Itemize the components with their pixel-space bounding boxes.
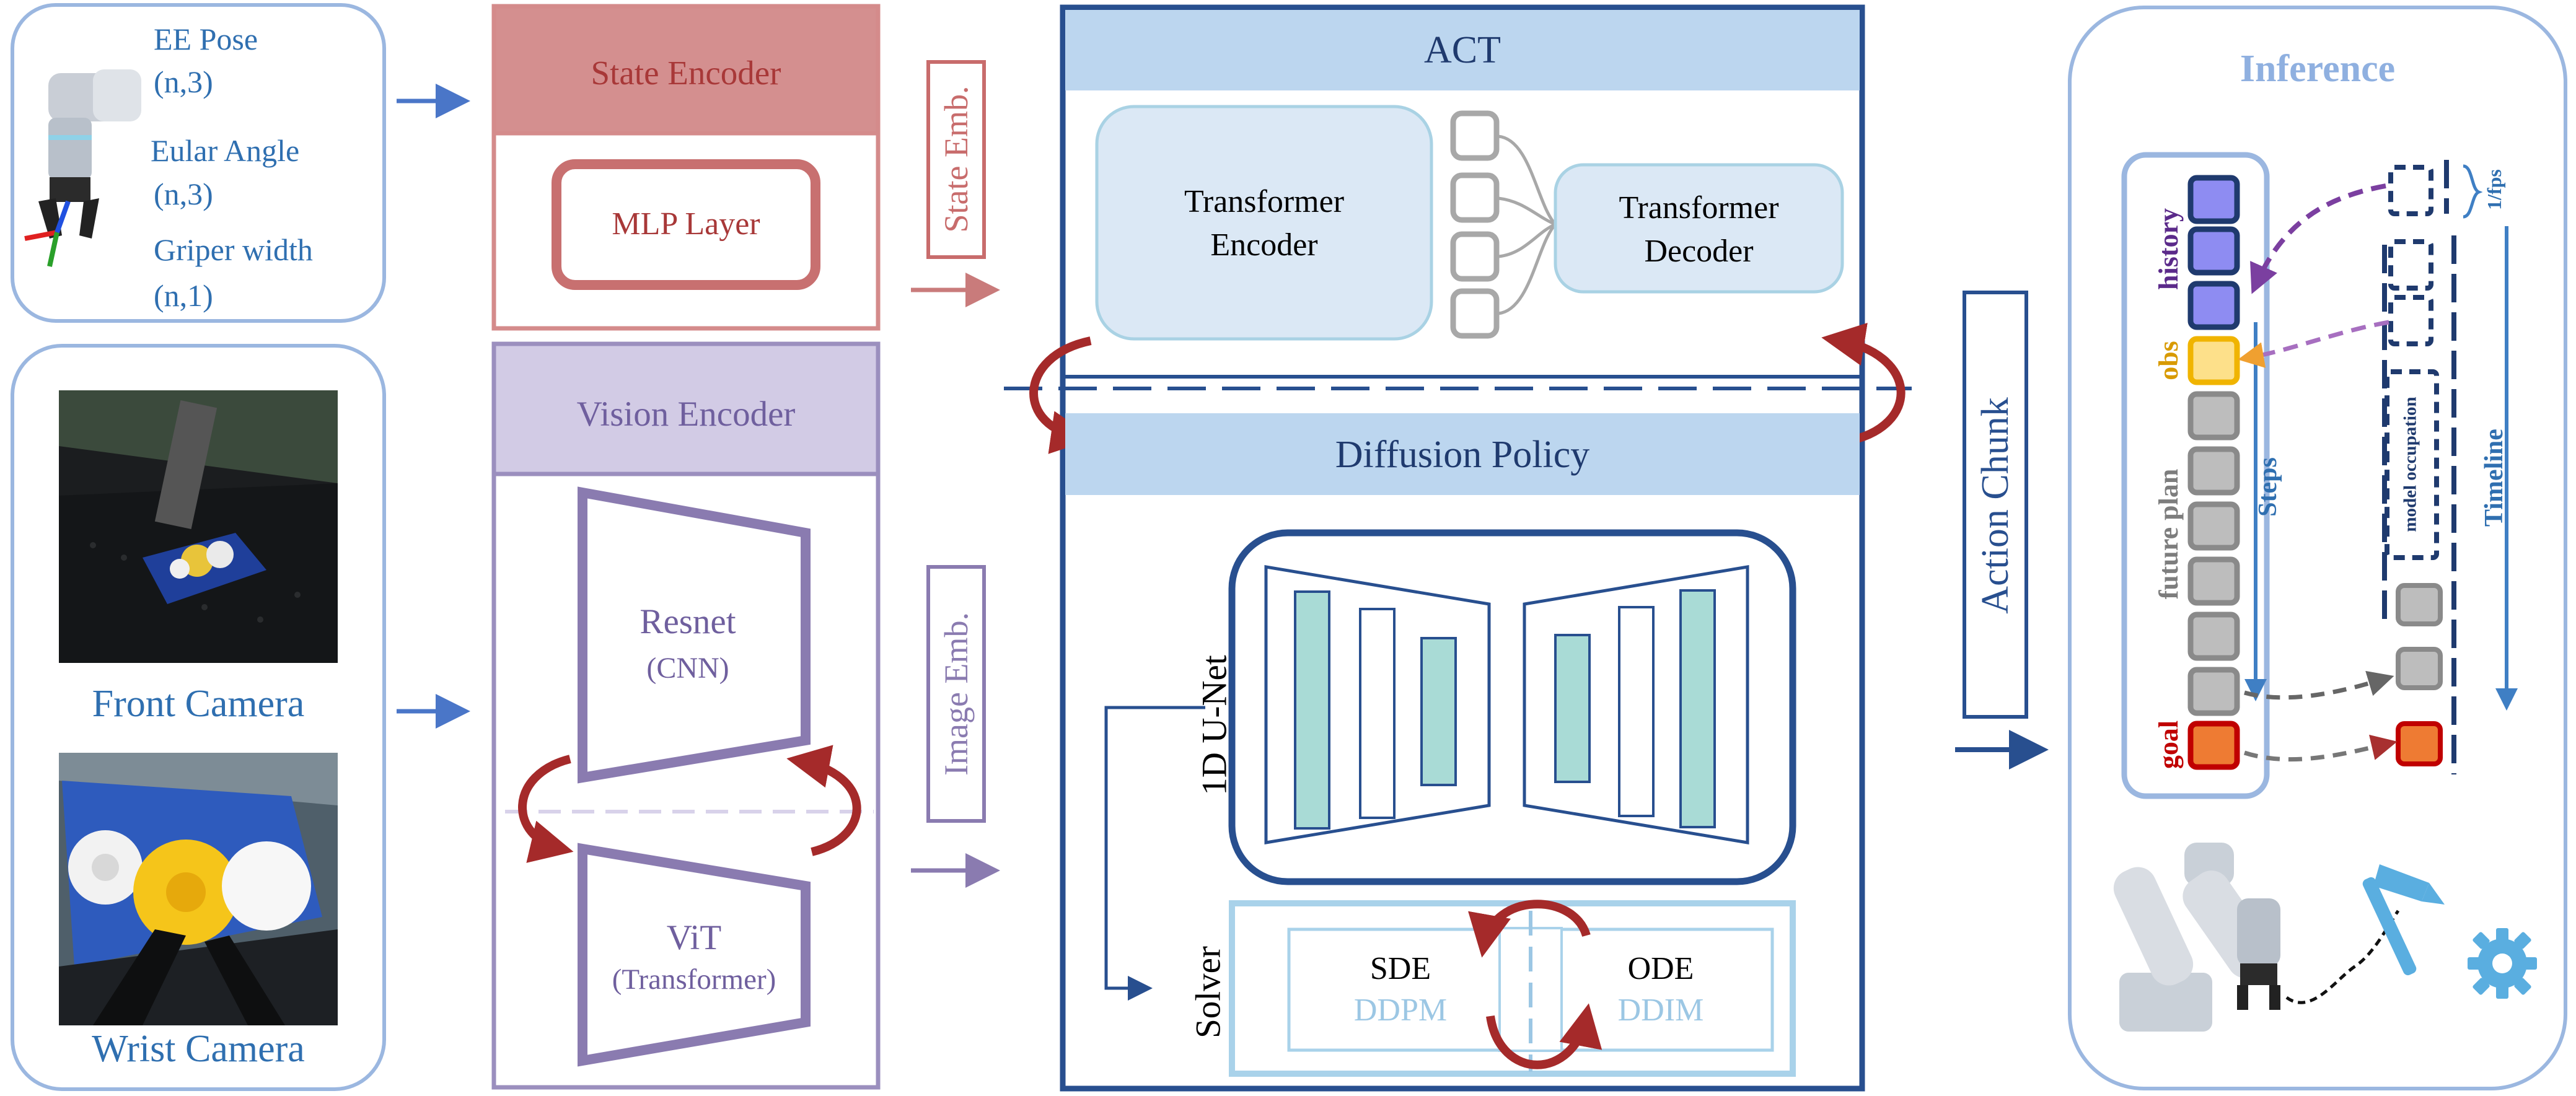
unet-bars <box>1294 589 1716 830</box>
robot-arm-icon <box>2113 843 2280 1032</box>
mlp-layer-label: MLP Layer <box>612 206 760 242</box>
vit-trapezoid <box>578 843 811 1067</box>
timeline-label: Timeline <box>2480 429 2508 527</box>
state-encoder-header <box>491 4 881 136</box>
wrist-camera-image <box>59 753 338 1025</box>
fps-brace <box>2463 164 2483 219</box>
history-label: history <box>2153 208 2184 290</box>
swap-arrow-left <box>518 755 574 863</box>
vision-encoder-title: Vision Encoder <box>576 395 796 434</box>
resnet-sub-label: (CNN) <box>646 652 729 685</box>
goal-flow-arrow <box>2243 734 2398 762</box>
timeline-brackets <box>2382 160 2456 774</box>
wrist-camera-label: Wrist Camera <box>92 1028 305 1070</box>
plan-flow-arrow <box>2244 670 2394 700</box>
resnet-trapezoid <box>578 486 811 784</box>
transformer-encoder-line1: Transformer <box>1184 184 1345 219</box>
image-emb-label: Image Emb. <box>938 612 975 776</box>
swap-arrow-right <box>786 745 861 856</box>
act-header <box>1065 10 1860 90</box>
action-chunk-label: Action Chunk <box>1974 397 2016 614</box>
transformer-encoder-line2: Encoder <box>1210 227 1318 263</box>
gear-icon <box>2468 928 2537 999</box>
swap-arrow-solver-top <box>1468 900 1591 958</box>
hammer-icon <box>2362 864 2445 976</box>
ddim-label: DDIM <box>1617 993 1704 1028</box>
ee-pose-shape: (n,3) <box>154 64 213 99</box>
state-encoder-title: State Encoder <box>591 54 781 92</box>
robot-gripper-icon <box>24 69 141 267</box>
act-title: ACT <box>1424 29 1501 71</box>
obs-flow-arrow <box>2238 320 2389 368</box>
vit-sub-label: (Transformer) <box>612 963 776 996</box>
euler-angle-label: Eular Angle <box>151 133 300 168</box>
state-emb-box <box>926 60 986 259</box>
sde-box <box>1287 927 1514 1052</box>
action-chunk-box <box>1963 291 2028 719</box>
history-flow-arrow <box>2250 183 2386 294</box>
obs-label: obs <box>2153 341 2184 380</box>
transformer-decoder-box <box>1554 163 1844 294</box>
transformer-encoder-box <box>1095 105 1433 341</box>
transformer-decoder-line1: Transformer <box>1619 190 1779 226</box>
timeline-gray-1 <box>2396 583 2443 626</box>
model-occupation-label: model occupation <box>2400 397 2420 532</box>
state-emb-label: State Emb. <box>938 85 975 233</box>
sde-label: SDE <box>1369 951 1431 986</box>
vision-encoder-header <box>491 341 881 476</box>
transformer-decoder-line2: Decoder <box>1644 234 1754 269</box>
front-camera-label: Front Camera <box>92 683 305 725</box>
swap-arrow-act-right <box>1821 323 1906 445</box>
queue-cells <box>2187 175 2240 770</box>
solver-label: Solver <box>1189 946 1228 1038</box>
gripper-width-shape: (n,1) <box>154 278 213 313</box>
unet-solver-bracket <box>1104 706 1205 1001</box>
model-occupation-box <box>2385 369 2439 560</box>
diffusion-header <box>1065 413 1860 495</box>
ddpm-label: DDPM <box>1353 993 1448 1028</box>
steps-label: Steps <box>2254 457 2282 517</box>
image-emb-box <box>926 565 986 823</box>
future-plan-label: future plan <box>2153 468 2184 600</box>
inference-title: Inference <box>2240 48 2396 90</box>
mlp-layer-box <box>552 159 820 290</box>
front-camera-image <box>59 390 338 663</box>
diffusion-policy-title: Diffusion Policy <box>1335 434 1590 476</box>
ode-label: ODE <box>1627 951 1694 986</box>
token-squares <box>1450 110 1500 339</box>
gripper-width-label: Griper width <box>154 232 313 267</box>
timeline-cells <box>2388 165 2433 346</box>
vit-label: ViT <box>666 918 722 957</box>
euler-angle-shape: (n,3) <box>154 177 213 211</box>
timeline-gray-2 <box>2396 647 2443 690</box>
unet-label: 1D U-Net <box>1195 655 1234 796</box>
goal-label: goal <box>2153 720 2184 769</box>
resnet-label: Resnet <box>640 602 736 641</box>
swap-arrow-act-left <box>1029 336 1094 454</box>
swap-arrow-solver-bottom <box>1486 1003 1602 1069</box>
fps-label: 1/fps <box>2483 169 2505 210</box>
ee-pose-label: EE Pose <box>154 22 258 56</box>
timeline-goal <box>2396 721 2443 766</box>
token-merge-lines <box>1498 134 1557 315</box>
